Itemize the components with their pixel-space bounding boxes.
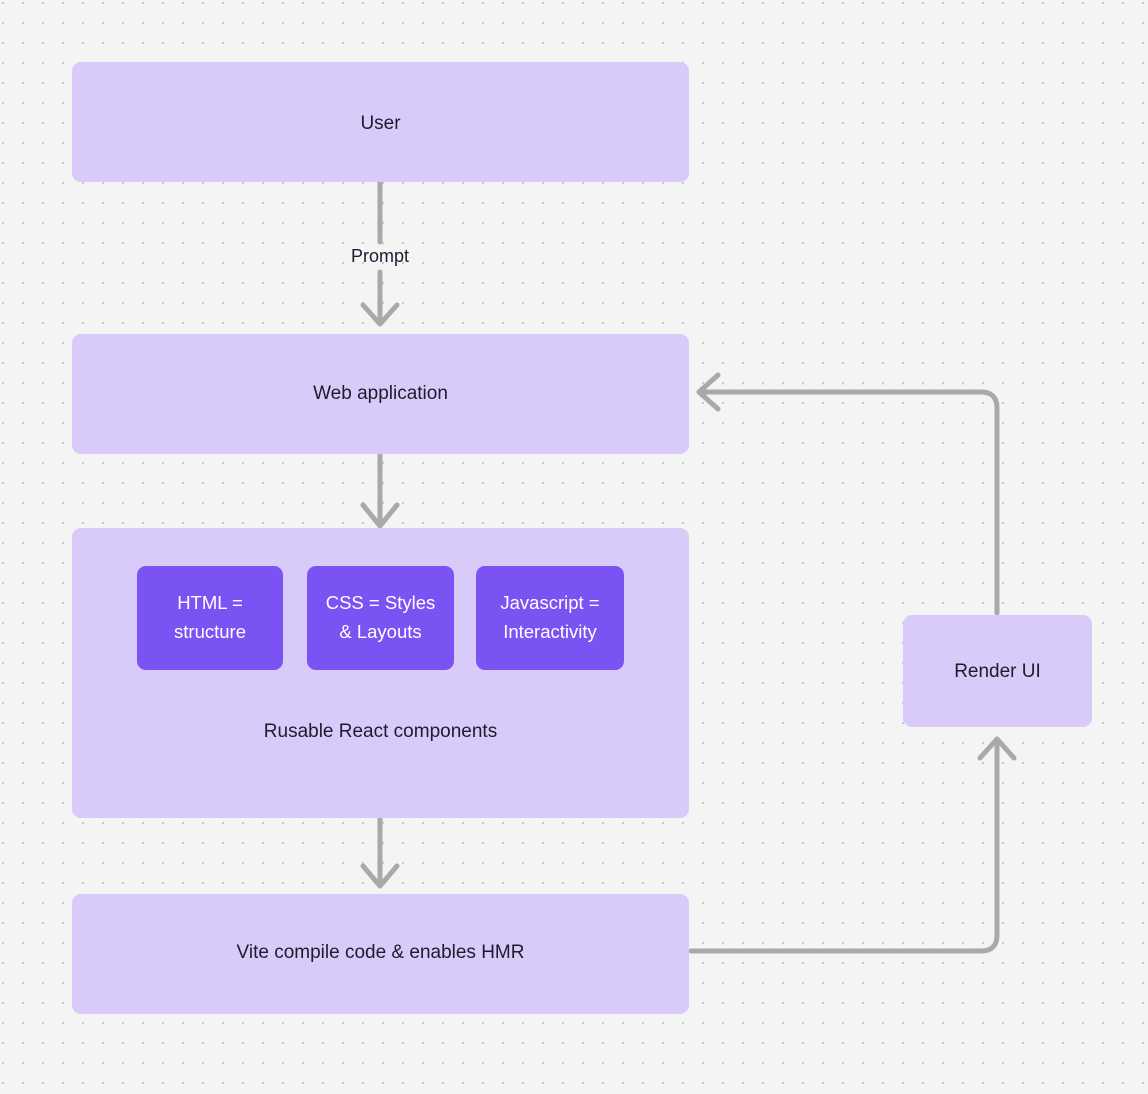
edge-label-prompt: Prompt xyxy=(350,246,410,266)
node-web-application[interactable]: Web application xyxy=(72,334,689,454)
edge-web-to-components-arrowhead xyxy=(360,502,400,529)
node-render-ui-label: Render UI xyxy=(954,661,1041,682)
edge-render-to-web-arrowhead xyxy=(696,372,721,412)
node-components-container-label: Rusable React components xyxy=(263,721,498,742)
node-html[interactable]: HTML = structure xyxy=(137,566,283,670)
edge-components-to-vite-arrowhead xyxy=(360,863,400,889)
node-css-label: CSS = Styles & Layouts xyxy=(325,592,436,642)
node-html-label: HTML = structure xyxy=(174,592,246,642)
node-user-label: User xyxy=(360,113,401,134)
node-render-ui[interactable]: Render UI xyxy=(903,615,1092,727)
edge-vite-to-render-line xyxy=(688,740,1000,954)
node-user[interactable]: User xyxy=(72,62,689,182)
node-javascript[interactable]: Javascript = Interactivity xyxy=(476,566,624,670)
node-css[interactable]: CSS = Styles & Layouts xyxy=(307,566,454,670)
node-web-application-label: Web application xyxy=(313,383,448,404)
node-components-container[interactable]: HTML = structure CSS = Styles & Layouts … xyxy=(72,528,689,818)
edge-render-to-web-line xyxy=(700,389,1000,616)
edge-user-to-web-arrowhead xyxy=(360,302,400,327)
edge-vite-to-render-arrowhead xyxy=(977,736,1017,761)
node-vite[interactable]: Vite compile code & enables HMR xyxy=(72,894,689,1014)
node-javascript-label: Javascript = Interactivity xyxy=(500,592,600,642)
node-vite-label: Vite compile code & enables HMR xyxy=(236,942,525,963)
